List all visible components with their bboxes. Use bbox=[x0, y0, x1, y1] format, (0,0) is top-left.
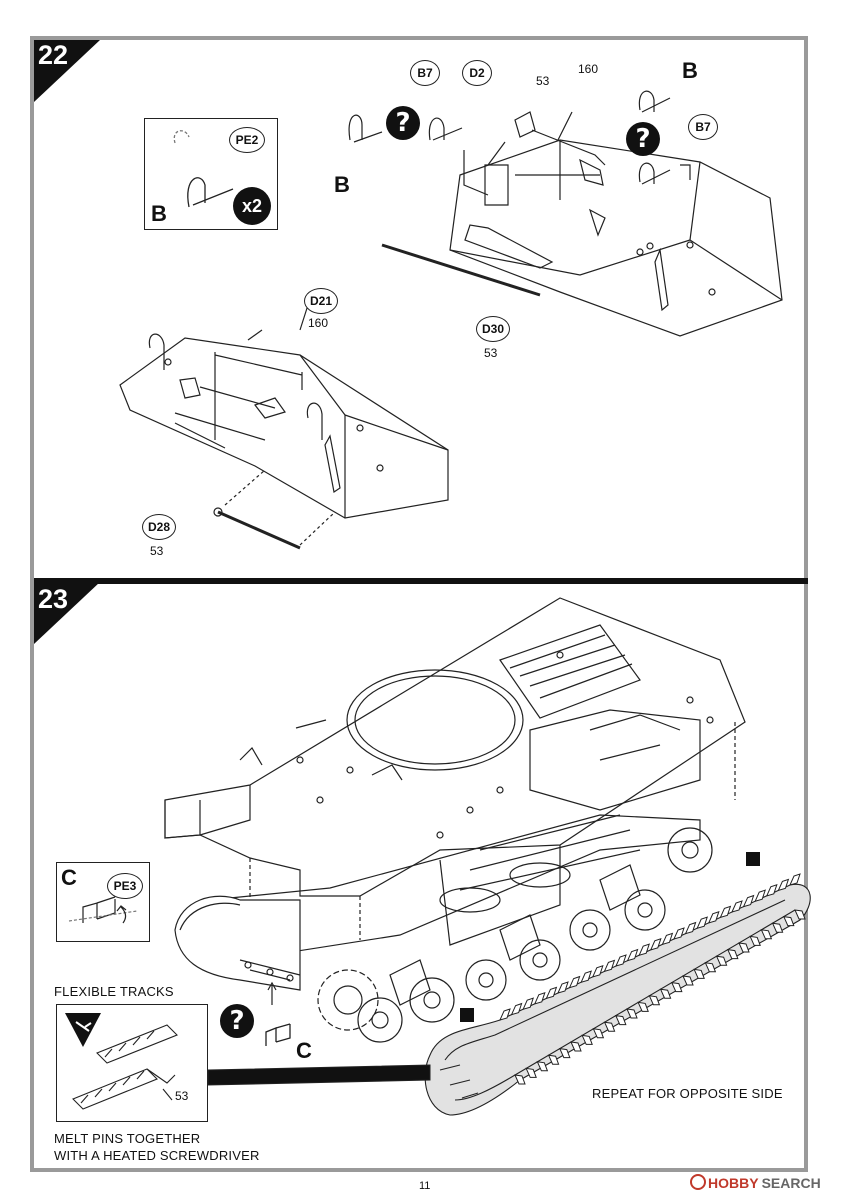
page-frame bbox=[30, 36, 808, 1172]
watermark-suffix: SEARCH bbox=[761, 1175, 821, 1191]
screwdriver-icon bbox=[65, 1013, 101, 1047]
callout-b7-right: B7 bbox=[688, 114, 718, 140]
step-22-number: 22 bbox=[38, 40, 69, 70]
pe3-part-label: PE3 bbox=[107, 873, 143, 899]
top-value-160: 160 bbox=[578, 62, 599, 76]
melt-line-2: WITH A HEATED SCREWDRIVER bbox=[54, 1148, 260, 1163]
label-b-left: B bbox=[334, 172, 350, 197]
watermark-icon bbox=[690, 1174, 706, 1190]
question-icon: ? bbox=[626, 122, 660, 156]
page-number: 11 bbox=[419, 1180, 431, 1192]
d21-value: 160 bbox=[308, 316, 329, 330]
question-icon: ? bbox=[220, 1004, 254, 1038]
d28-value: 53 bbox=[150, 544, 164, 558]
callout-b7-left: B7 bbox=[410, 60, 440, 86]
step-22-tab bbox=[34, 40, 100, 102]
multiplier-badge: x2 bbox=[233, 187, 271, 225]
track-pin-diagram bbox=[72, 1024, 178, 1110]
watermark-brand: HOBBY bbox=[708, 1175, 759, 1191]
inset-pe2-box: PE2 B x2 bbox=[144, 118, 278, 230]
pe2-part-label: PE2 bbox=[229, 127, 265, 153]
repeat-label: REPEAT FOR OPPOSITE SIDE bbox=[592, 1086, 783, 1101]
pe3-part-icon bbox=[68, 896, 138, 924]
flexible-tracks-inset: 53 bbox=[56, 1004, 208, 1122]
label-b-right: B bbox=[682, 58, 698, 83]
inset-b-label: B bbox=[151, 201, 167, 226]
step-23-tab bbox=[34, 582, 100, 644]
step-23-number: 23 bbox=[38, 584, 69, 614]
d2-value: 53 bbox=[536, 74, 550, 88]
part-c-label: C bbox=[296, 1038, 312, 1063]
pe2-clip-icon bbox=[173, 130, 234, 208]
step-23-divider bbox=[34, 578, 808, 584]
question-icon: ? bbox=[386, 106, 420, 140]
callout-d28: D28 bbox=[142, 514, 176, 540]
flex-value: 53 bbox=[175, 1089, 189, 1103]
callout-d2: D2 bbox=[462, 60, 492, 86]
flexible-tracks-label: FLEXIBLE TRACKS bbox=[54, 984, 174, 999]
callout-d30: D30 bbox=[476, 316, 510, 342]
inset-c-label: C bbox=[61, 865, 77, 890]
part-c-drawing bbox=[265, 1023, 291, 1046]
d30-value: 53 bbox=[484, 346, 498, 360]
melt-line-1: MELT PINS TOGETHER bbox=[54, 1131, 201, 1146]
inset-c-box: C PE3 bbox=[56, 862, 150, 942]
callout-d21: D21 bbox=[304, 288, 338, 314]
